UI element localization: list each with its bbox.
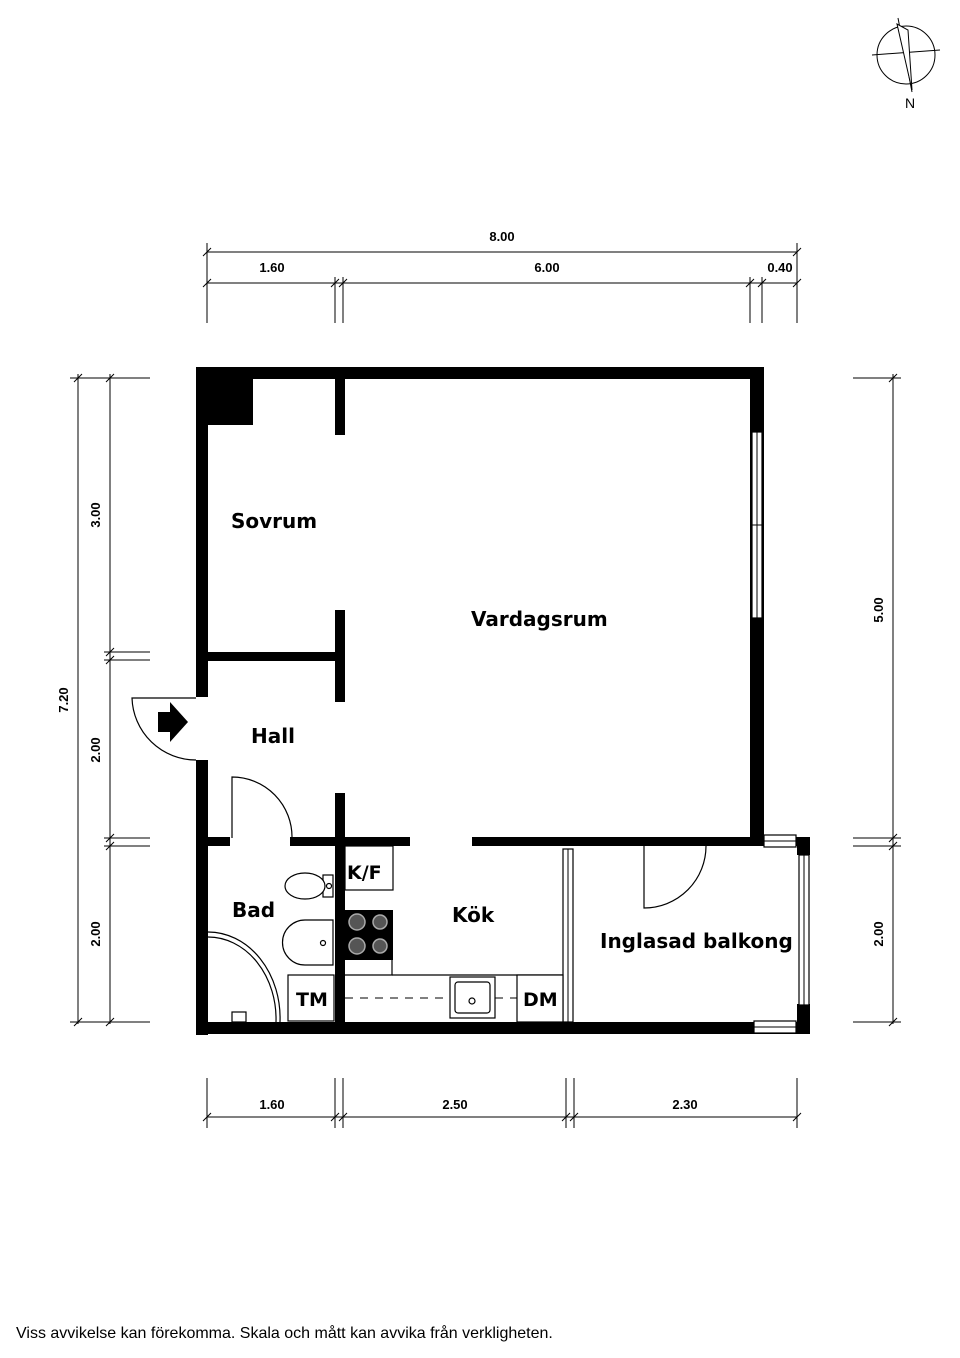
dim-left-seg-3: 2.00 (88, 921, 103, 946)
dim-top-seg-3: 0.40 (767, 260, 792, 275)
room-balkong: Inglasad balkong (600, 929, 793, 953)
compass: N (871, 17, 941, 111)
chimney-block (208, 379, 253, 425)
dim-left-total: 7.20 (56, 687, 71, 712)
sink-icon (281, 919, 334, 966)
bathroom-door-swing (231, 776, 293, 839)
wall-sovrum-top (335, 379, 345, 435)
shower-drain-icon (231, 1011, 247, 1023)
wall-left-lower (196, 760, 208, 1035)
walls (196, 367, 810, 1035)
shower-curtain-inner (207, 936, 277, 1023)
bottom-dimensions: 1.60 2.50 2.30 (202, 1078, 802, 1128)
washer-box (287, 974, 335, 1022)
wall-hall-kitchen (335, 793, 345, 1022)
dim-left-seg-2: 2.00 (88, 737, 103, 762)
wall-sovrum-hall (208, 652, 338, 661)
fridge-box (344, 845, 394, 891)
wall-sovrum-lower (335, 610, 345, 702)
left-dimensions: 7.20 3.00 2.00 2.00 (56, 373, 150, 1027)
wall-balcony-door-segment (644, 837, 704, 846)
kitchen-fixtures (344, 845, 564, 1023)
balcony-door-swing (643, 845, 707, 909)
fixture-labels: K/F TM DM (296, 862, 558, 1011)
dim-top-total: 8.00 (489, 229, 514, 244)
label-tm: TM (296, 989, 328, 1011)
dim-right-seg-2: 2.00 (871, 921, 886, 946)
dim-top-seg-2: 6.00 (534, 260, 559, 275)
entrance-door-swing (131, 697, 197, 761)
dim-left-seg-1: 3.00 (88, 502, 103, 527)
room-vardagsrum: Vardagsrum (471, 607, 608, 631)
top-dimensions: 8.00 1.60 6.00 0.40 (202, 229, 802, 323)
room-bad: Bad (232, 898, 275, 922)
label-kf: K/F (347, 862, 382, 884)
dim-bottom-seg-1: 1.60 (259, 1097, 284, 1112)
room-hall: Hall (251, 724, 295, 748)
dim-top-seg-1: 1.60 (259, 260, 284, 275)
compass-needle-light (896, 23, 913, 91)
wall-left-upper (196, 367, 208, 697)
wall-living-balcony (472, 837, 764, 846)
label-dm: DM (523, 989, 558, 1011)
shower-curtain-outer (207, 931, 281, 1023)
room-sovrum: Sovrum (231, 509, 317, 533)
right-dimensions: 5.00 2.00 (853, 373, 901, 1027)
wall-bad-top-left (208, 837, 230, 846)
bathroom-fixtures (207, 872, 335, 1023)
dim-right-seg-1: 5.00 (871, 597, 886, 622)
entrance-arrow-icon (158, 702, 188, 742)
room-labels: Sovrum Vardagsrum Hall Bad Kök Inglasad … (231, 509, 793, 953)
dim-bottom-seg-2: 2.50 (442, 1097, 467, 1112)
doors (131, 697, 707, 909)
wall-top (196, 367, 764, 379)
toilet-icon (284, 872, 326, 900)
balcony-corner-bottom (797, 1004, 810, 1034)
wall-bad-kitchen-top (290, 837, 410, 846)
windows (562, 431, 810, 1034)
dim-bottom-seg-3: 2.30 (672, 1097, 697, 1112)
dishwasher-box (516, 974, 564, 1023)
room-kok: Kök (452, 903, 495, 927)
wall-bottom (196, 1022, 810, 1034)
north-label: N (905, 95, 915, 111)
disclaimer-text: Viss avvikelse kan förekomma. Skala och … (16, 1325, 553, 1342)
